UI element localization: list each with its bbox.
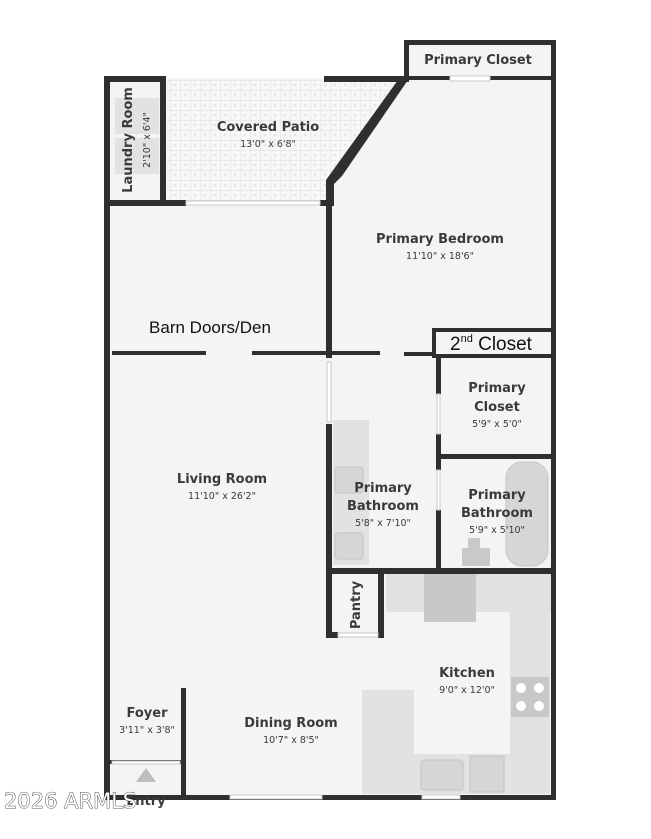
laundry-room-dims: 2'10" x 6'4" bbox=[142, 112, 153, 168]
sink-icon bbox=[334, 532, 364, 560]
foyer-dims: 3'11" x 3'8" bbox=[119, 725, 175, 736]
primary-bathroom-left-name-line1: Primary bbox=[354, 481, 412, 496]
kitchen-island bbox=[362, 690, 414, 794]
laundry-washer-icon bbox=[115, 98, 159, 134]
kitchen-sink-icon bbox=[420, 759, 464, 791]
dining-room-name: Dining Room bbox=[244, 716, 337, 731]
toilet-icon bbox=[462, 538, 490, 566]
dining-room-dims: 10'7" x 8'5" bbox=[263, 735, 319, 746]
pantry-name: Pantry bbox=[349, 580, 364, 629]
laundry-room-name: Laundry Room bbox=[121, 87, 136, 193]
bathtub-icon bbox=[505, 461, 549, 567]
second-closet-label: 2nd Closet bbox=[450, 333, 533, 355]
primary-closet-top-name: Primary Closet bbox=[424, 53, 532, 68]
watermark: 2026 ARMLS bbox=[4, 789, 136, 813]
laundry-dryer-icon bbox=[115, 138, 159, 174]
primary-bathroom-right-name-line1: Primary bbox=[468, 488, 526, 503]
window bbox=[421, 794, 461, 800]
primary-bathroom-left-name-line2: Bathroom bbox=[347, 499, 419, 514]
kitchen-dims: 9'0" x 12'0" bbox=[439, 685, 495, 696]
barn-doors-den-label: Barn Doors/Den bbox=[149, 318, 271, 337]
foyer-name: Foyer bbox=[127, 706, 169, 721]
refrigerator-icon bbox=[424, 574, 476, 622]
covered-patio-dims: 13'0" x 6'8" bbox=[240, 139, 296, 150]
entry-name: Entry bbox=[126, 794, 166, 809]
door-opening bbox=[436, 393, 441, 435]
window bbox=[185, 200, 321, 206]
covered-patio-floor bbox=[166, 80, 398, 204]
door-opening bbox=[337, 632, 379, 638]
walls bbox=[104, 40, 556, 800]
primary-bedroom-name: Primary Bedroom bbox=[376, 232, 504, 247]
primary-closet-name-line2: Closet bbox=[474, 400, 520, 415]
primary-closet-dims: 5'9" x 5'0" bbox=[472, 419, 522, 430]
primary-bathroom-left-dims: 5'8" x 7'10" bbox=[355, 518, 411, 529]
door-opening bbox=[326, 361, 332, 423]
primary-bathroom-right-dims: 5'9" x 5'10" bbox=[469, 525, 525, 536]
room-labels: Primary Closet Laundry Room 2'10" x 6'4"… bbox=[119, 53, 533, 809]
entry-door-opening bbox=[111, 760, 181, 765]
sink-icon bbox=[334, 466, 364, 494]
living-room-name: Living Room bbox=[177, 472, 267, 487]
openings bbox=[111, 75, 491, 800]
kitchen-name: Kitchen bbox=[439, 666, 495, 681]
door-opening bbox=[436, 469, 441, 511]
dishwasher-icon bbox=[469, 755, 505, 793]
window bbox=[449, 75, 491, 82]
covered-patio-name: Covered Patio bbox=[217, 120, 319, 135]
fixtures bbox=[115, 98, 552, 794]
living-room-dims: 11'10" x 26'2" bbox=[188, 491, 256, 502]
stove-icon bbox=[511, 677, 549, 717]
entry-arrow-icon bbox=[136, 768, 156, 782]
window bbox=[229, 794, 323, 800]
primary-bathroom-right-name-line2: Bathroom bbox=[461, 506, 533, 521]
primary-closet-name-line1: Primary bbox=[468, 381, 526, 396]
primary-bedroom-dims: 11'10" x 18'6" bbox=[406, 251, 474, 262]
